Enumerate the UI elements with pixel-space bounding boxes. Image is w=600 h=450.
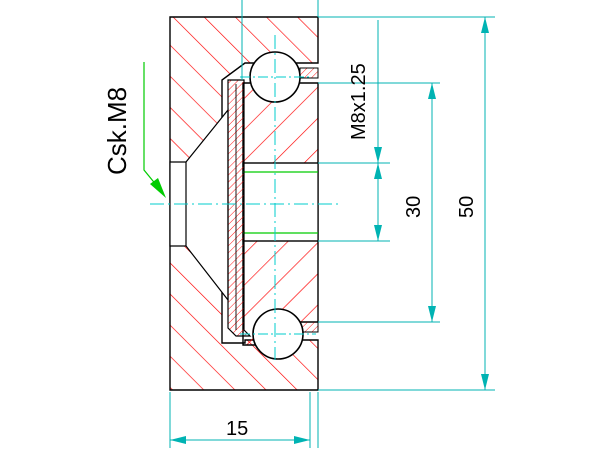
dimension-lines (169, 0, 495, 448)
countersink-leader (143, 62, 163, 193)
dim-50-label: 50 (456, 196, 478, 218)
countersink-leader-arrow (150, 178, 166, 198)
thread-label: M8x1.25 (348, 63, 370, 140)
dimension-arrows (170, 17, 489, 444)
threaded-bore (242, 162, 319, 242)
dim-15-label: 15 (226, 418, 248, 440)
seal-strip (227, 79, 252, 337)
outer-body-section (169, 16, 319, 391)
dim-30-label: 30 (403, 196, 425, 218)
countersink-label: Csk.M8 (102, 87, 132, 175)
